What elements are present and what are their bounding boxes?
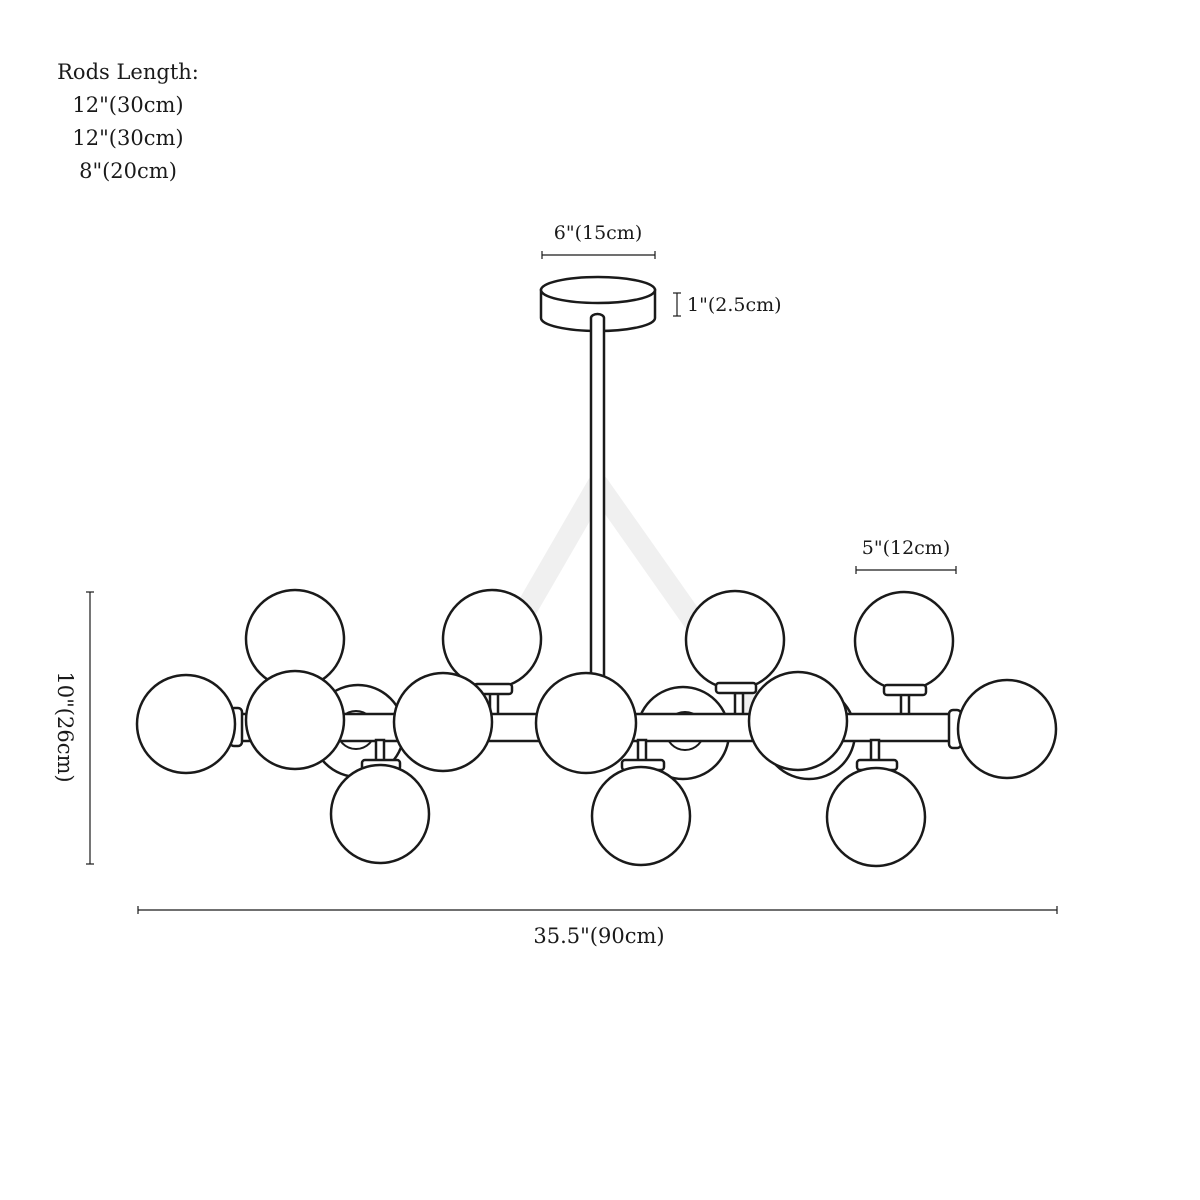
fixture-height-label: 10"(26cm) (53, 671, 77, 782)
globe-back-2 (441, 588, 543, 690)
globe-left-end (135, 673, 237, 775)
canopy-height-label: 1"(2.5cm) (687, 294, 782, 316)
globe-diameter-label: 5"(12cm) (862, 537, 951, 559)
upper-sockets (472, 681, 928, 720)
fixture-height-dimension: 10"(26cm) (53, 591, 94, 865)
canopy-width-label: 6"(15cm) (554, 222, 643, 244)
globe-diameter-dimension: 5"(12cm) (855, 537, 957, 574)
rods-length-block: Rods Length: 12"(30cm) 12"(30cm) 8"(20cm… (40, 56, 216, 188)
globe-back-3 (684, 589, 786, 691)
fixture-width-dimension: 35.5"(90cm) (137, 906, 1058, 948)
globe-front-2 (392, 671, 494, 773)
globe-bottom-1 (329, 763, 431, 865)
rod-length-3: 8"(20cm) (79, 159, 177, 183)
canopy-height-dimension: 1"(2.5cm) (673, 292, 782, 317)
rods-length-heading: Rods Length: (57, 60, 199, 84)
globe-bottom-3 (825, 766, 927, 868)
down-rod (589, 312, 606, 687)
globe-center (534, 671, 638, 775)
globe-back-4 (853, 590, 955, 692)
globe-front-3 (747, 670, 849, 772)
globe-front-1 (244, 669, 346, 771)
fixture-width-label: 35.5"(90cm) (533, 924, 664, 948)
globe-right-end (956, 678, 1058, 780)
canopy-width-dimension: 6"(15cm) (541, 222, 656, 259)
rod-length-1: 12"(30cm) (72, 93, 184, 117)
rod-length-2: 12"(30cm) (72, 126, 184, 150)
globe-bottom-2 (590, 765, 692, 867)
front-globes (135, 669, 1058, 868)
